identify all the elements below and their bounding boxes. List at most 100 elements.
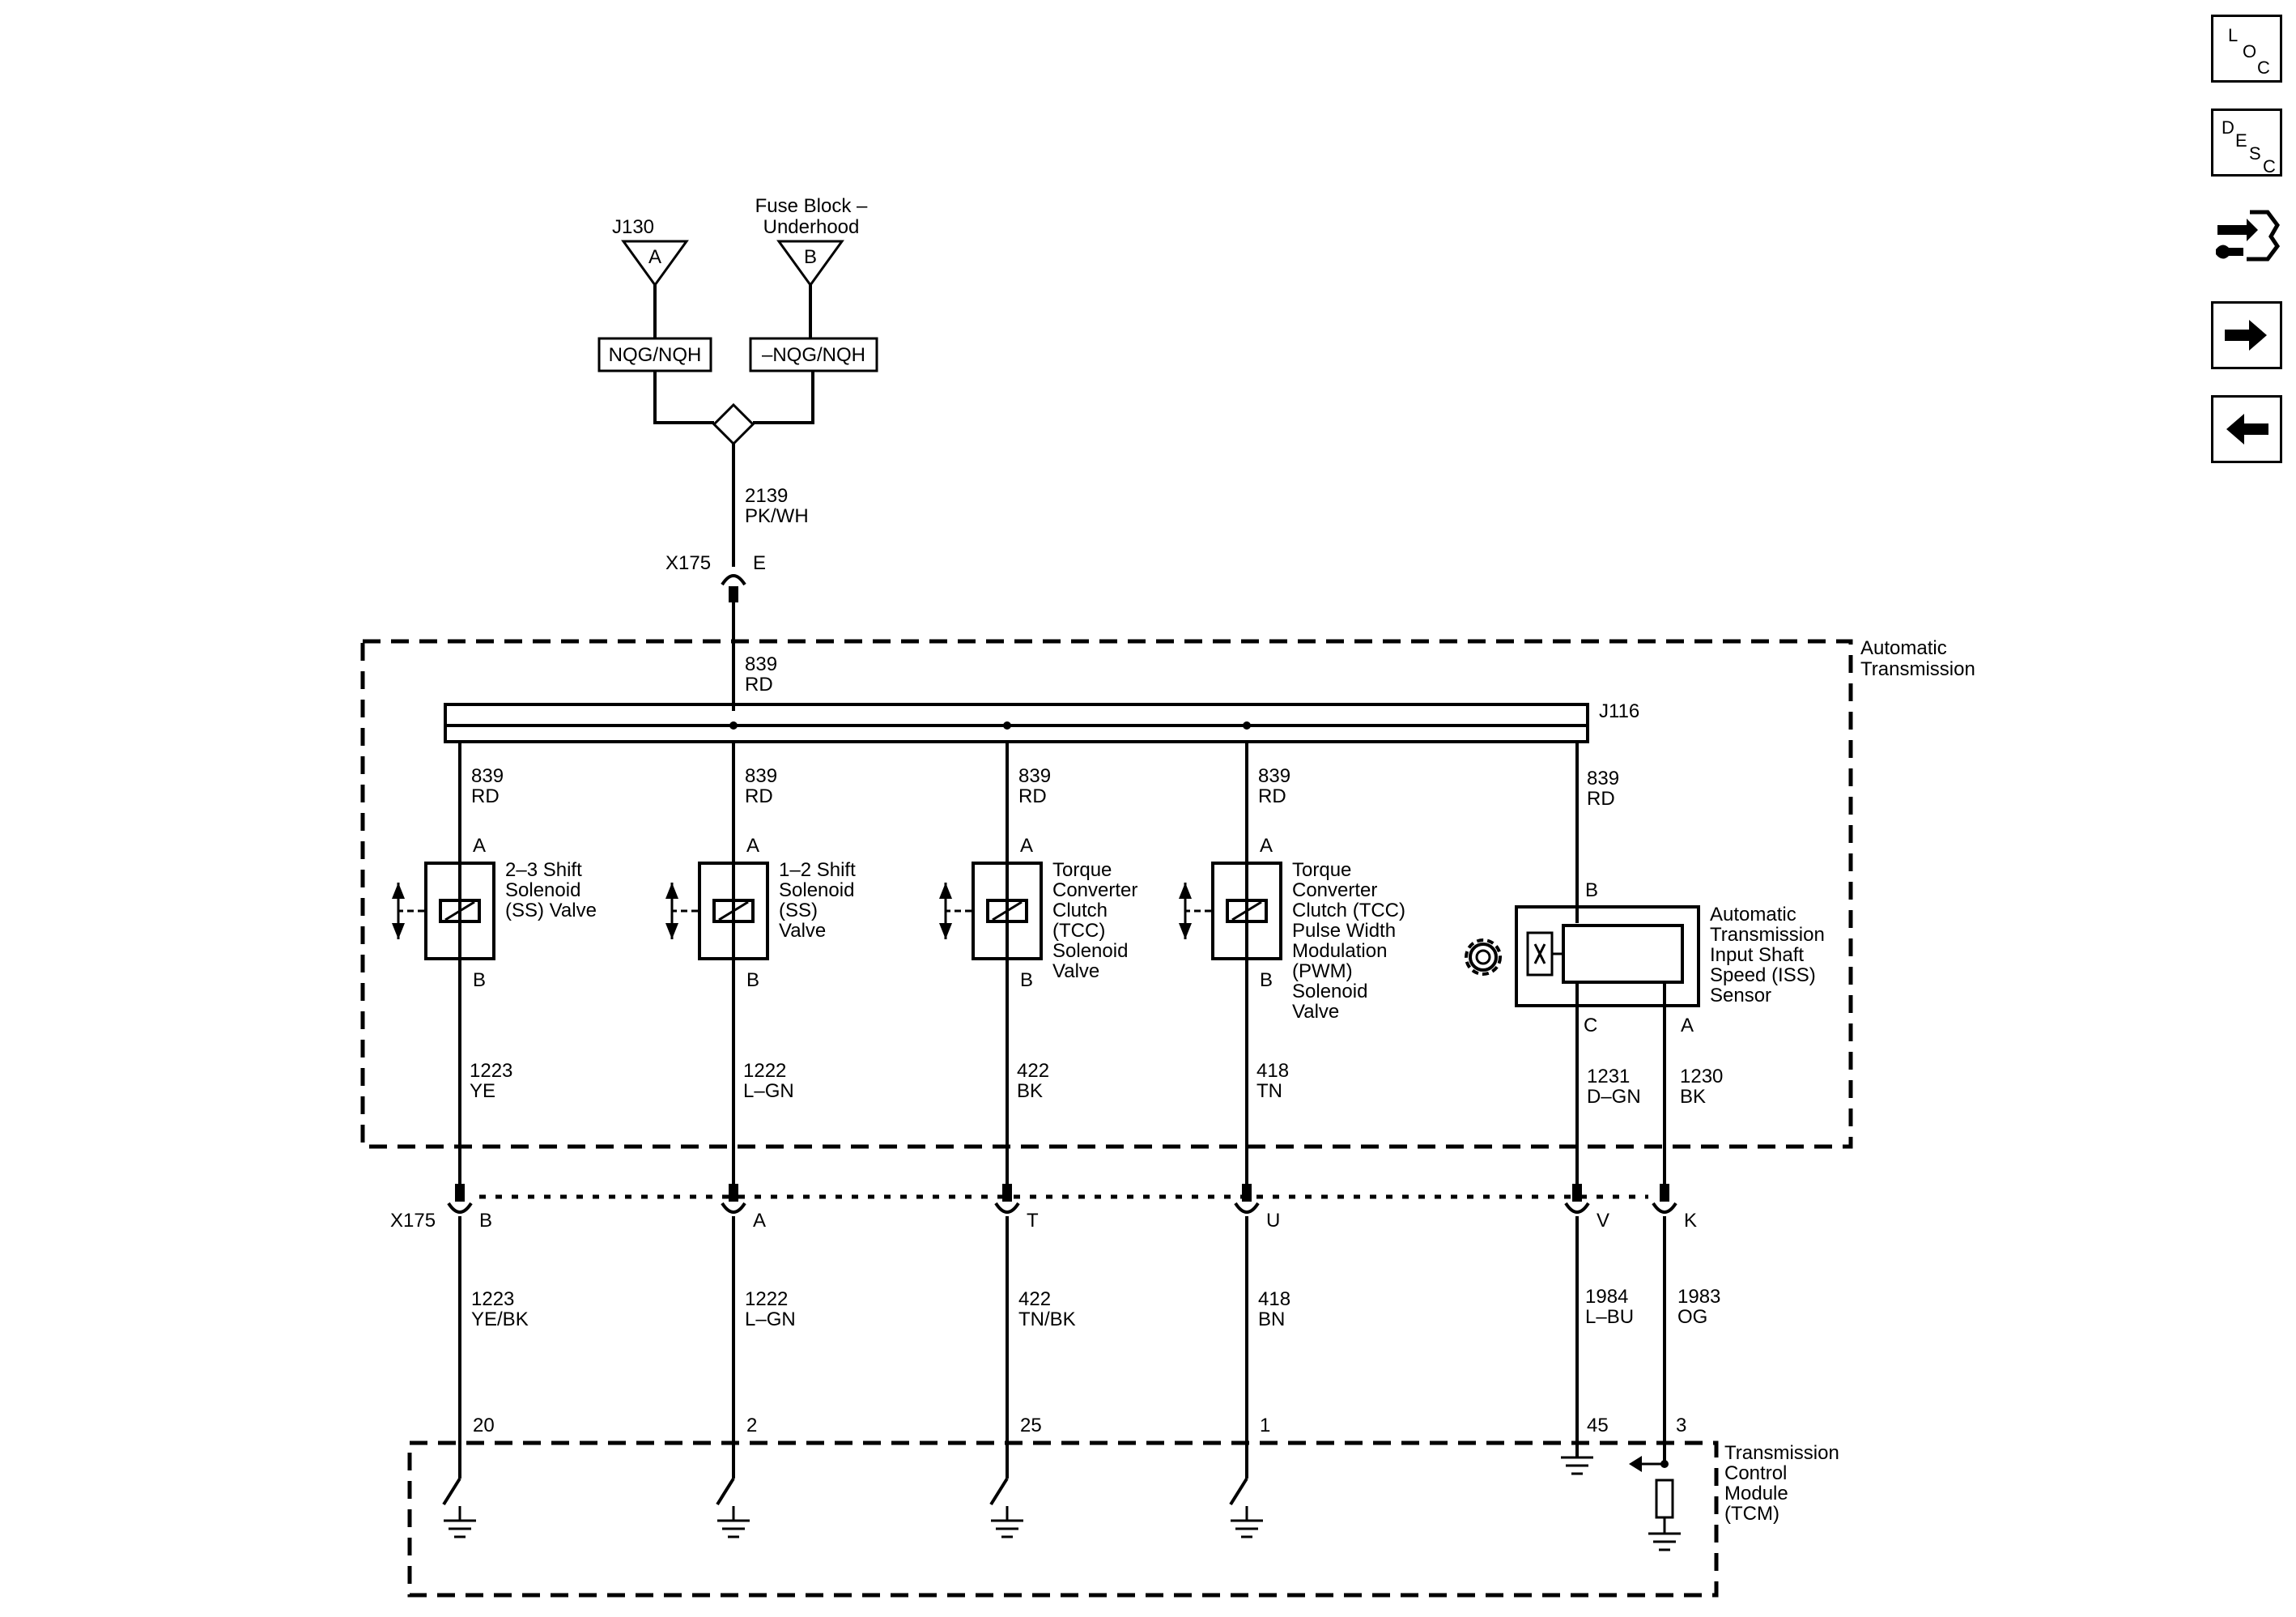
tcm-label: Transmission Control Module (TCM) bbox=[1724, 1442, 1839, 1525]
fuse-block-source: Fuse Block – Underhood B bbox=[755, 195, 868, 338]
solenoid-label-line: Valve bbox=[779, 920, 826, 942]
wire-top-color: RD bbox=[471, 785, 500, 807]
harness-num: 1222 bbox=[745, 1288, 788, 1310]
sensor-wire-top-color: RD bbox=[1587, 788, 1615, 810]
solenoid-label-line: Valve bbox=[1052, 960, 1099, 982]
harness-color: L–GN bbox=[745, 1308, 796, 1330]
fuse-block-label-2: Underhood bbox=[763, 216, 860, 238]
fuse-block-label-1: Fuse Block – bbox=[755, 195, 868, 217]
arrow-left-icon bbox=[2226, 414, 2268, 445]
solenoid-body bbox=[698, 862, 769, 960]
svg-text:Transmission: Transmission bbox=[1710, 924, 1825, 946]
gear-icon bbox=[1465, 938, 1502, 976]
sensor-wire-top-num: 839 bbox=[1587, 768, 1619, 789]
low-side-switch bbox=[442, 1477, 461, 1506]
wire-bot-num: 418 bbox=[1256, 1060, 1289, 1082]
fuse-block-triangle bbox=[776, 240, 844, 287]
wire-bot-color: L–GN bbox=[743, 1080, 794, 1102]
svg-text:(TCM): (TCM) bbox=[1724, 1503, 1779, 1525]
svg-text:Control: Control bbox=[1724, 1462, 1787, 1484]
wire-bot-num: 422 bbox=[1017, 1060, 1049, 1082]
solenoid-coil bbox=[712, 899, 755, 923]
solenoid-label-line: Torque bbox=[1052, 859, 1112, 881]
harness-num: 1223 bbox=[471, 1288, 514, 1310]
iss-sensor-group: 839 RD B Automatic Transmission Input Sh… bbox=[1465, 742, 1825, 1551]
description-button[interactable]: D E S C bbox=[2211, 109, 2282, 177]
arrow-right-icon bbox=[2225, 320, 2267, 351]
solenoid-label-line: Pulse Width bbox=[1292, 920, 1396, 942]
tcm-pin-45: 45 bbox=[1587, 1415, 1609, 1436]
solenoid-label-line: Solenoid bbox=[1292, 981, 1367, 1002]
sensor-wire-c-color: D–GN bbox=[1587, 1086, 1641, 1108]
svg-text:Automatic: Automatic bbox=[1710, 904, 1796, 926]
automatic-transmission-boundary bbox=[360, 639, 1853, 1149]
iss-sensor-element bbox=[1562, 924, 1684, 984]
iss-sensor-housing bbox=[1515, 905, 1700, 1007]
harness-color: BN bbox=[1258, 1308, 1285, 1330]
x175-top-label: X175 bbox=[665, 552, 711, 574]
next-button[interactable] bbox=[2211, 301, 2282, 369]
feed-wire-color: PK/WH bbox=[745, 505, 809, 527]
j116-label: J116 bbox=[1599, 700, 1639, 722]
svg-text:Input Shaft: Input Shaft bbox=[1710, 944, 1804, 966]
tcm-pin-3: 3 bbox=[1676, 1415, 1686, 1436]
solenoid-label-line: Clutch (TCC) bbox=[1292, 900, 1405, 921]
pin-top: A bbox=[1260, 835, 1273, 857]
conn-pin: B bbox=[479, 1210, 492, 1232]
wire-top-color: RD bbox=[1018, 785, 1047, 807]
auto-trans-label-1: Automatic bbox=[1860, 637, 1947, 659]
tcm-pin: 20 bbox=[473, 1415, 495, 1436]
option-diamond bbox=[712, 402, 755, 446]
pin-bottom: B bbox=[746, 969, 759, 991]
wire-top-num: 839 bbox=[745, 765, 777, 787]
splice-in-wire-num: 839 bbox=[745, 653, 777, 675]
location-button[interactable]: L O C bbox=[2211, 15, 2282, 83]
sensor-wire-a-num: 1230 bbox=[1680, 1066, 1723, 1087]
wire-top-num: 839 bbox=[1018, 765, 1051, 787]
j130-triangle bbox=[621, 240, 689, 287]
tcm-pin: 2 bbox=[746, 1415, 757, 1436]
conn-pin: A bbox=[753, 1210, 766, 1232]
solenoid-body bbox=[1211, 862, 1282, 960]
solenoid-3: 839RDABTorqueConverterClutch(TCC)Solenoi… bbox=[939, 742, 1137, 1538]
wire-bot-num: 1223 bbox=[470, 1060, 512, 1082]
pin-bottom: B bbox=[1020, 969, 1033, 991]
pin-top: A bbox=[746, 835, 759, 857]
solenoid-label-line: Converter bbox=[1052, 879, 1137, 901]
conn-pin-k: K bbox=[1684, 1210, 1697, 1232]
sensor-wire-c-num: 1231 bbox=[1587, 1066, 1630, 1087]
tcm-boundary bbox=[407, 1440, 1719, 1598]
pin-top: A bbox=[1020, 835, 1033, 857]
j130-label: J130 bbox=[612, 216, 654, 238]
option-label-nqg: NQG/NQH bbox=[609, 344, 702, 366]
splice-in-wire-color: RD bbox=[745, 674, 773, 696]
low-side-switch bbox=[716, 1477, 735, 1506]
auto-trans-label-2: Transmission bbox=[1860, 658, 1975, 680]
wire-bot-color: BK bbox=[1017, 1080, 1043, 1102]
connector-service-button[interactable] bbox=[2211, 201, 2282, 269]
pin-bottom: B bbox=[473, 969, 486, 991]
conn-pin: U bbox=[1266, 1210, 1280, 1232]
fuse-block-pin: B bbox=[804, 246, 817, 268]
solenoid-label-line: Torque bbox=[1292, 859, 1351, 881]
feed-wire-num: 2139 bbox=[745, 485, 788, 507]
solenoid-label-line: (SS) bbox=[779, 900, 818, 921]
solenoid-label-line: Solenoid bbox=[1052, 940, 1128, 962]
solenoid-label-line: Valve bbox=[1292, 1001, 1339, 1023]
tcm-pin: 25 bbox=[1020, 1415, 1042, 1436]
low-side-switch bbox=[1229, 1477, 1248, 1506]
solenoid-body bbox=[972, 862, 1043, 960]
low-side-switch bbox=[989, 1477, 1009, 1506]
wire-top-num: 839 bbox=[471, 765, 504, 787]
previous-button[interactable] bbox=[2211, 395, 2282, 463]
x175-bottom-label: X175 bbox=[390, 1210, 436, 1232]
j130-source: J130 A bbox=[612, 216, 689, 338]
harness-num: 422 bbox=[1018, 1288, 1051, 1310]
x175-pin-connector bbox=[447, 1202, 473, 1214]
solenoid-label-line: (SS) Valve bbox=[505, 900, 597, 921]
solenoid-label-line: Solenoid bbox=[779, 879, 854, 901]
conn-pin-v: V bbox=[1597, 1210, 1609, 1232]
